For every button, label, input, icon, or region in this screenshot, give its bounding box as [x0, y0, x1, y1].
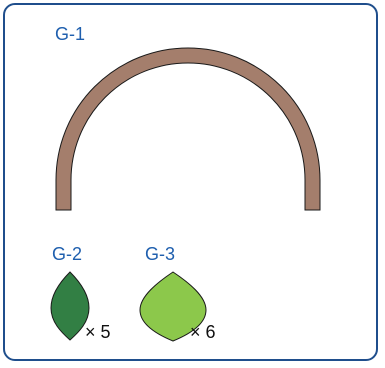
- leaf-path-light-green: [139, 271, 207, 342]
- leaf-path-dark-green: [50, 271, 90, 341]
- leaf-icon-dark-green: [50, 271, 90, 341]
- leaf-icon-light-green: [139, 271, 207, 342]
- quantity-g2: × 5: [85, 322, 111, 342]
- parts-panel: G-1 G-2 × 5 G-3 × 6: [3, 3, 378, 361]
- part-label-g3: G-3: [145, 244, 176, 264]
- arch-shape: [55, 47, 321, 211]
- quantity-g3: × 6: [190, 322, 216, 342]
- part-label-g2: G-2: [52, 244, 83, 264]
- part-label-g1: G-1: [55, 24, 86, 44]
- arch-path: [55, 47, 321, 211]
